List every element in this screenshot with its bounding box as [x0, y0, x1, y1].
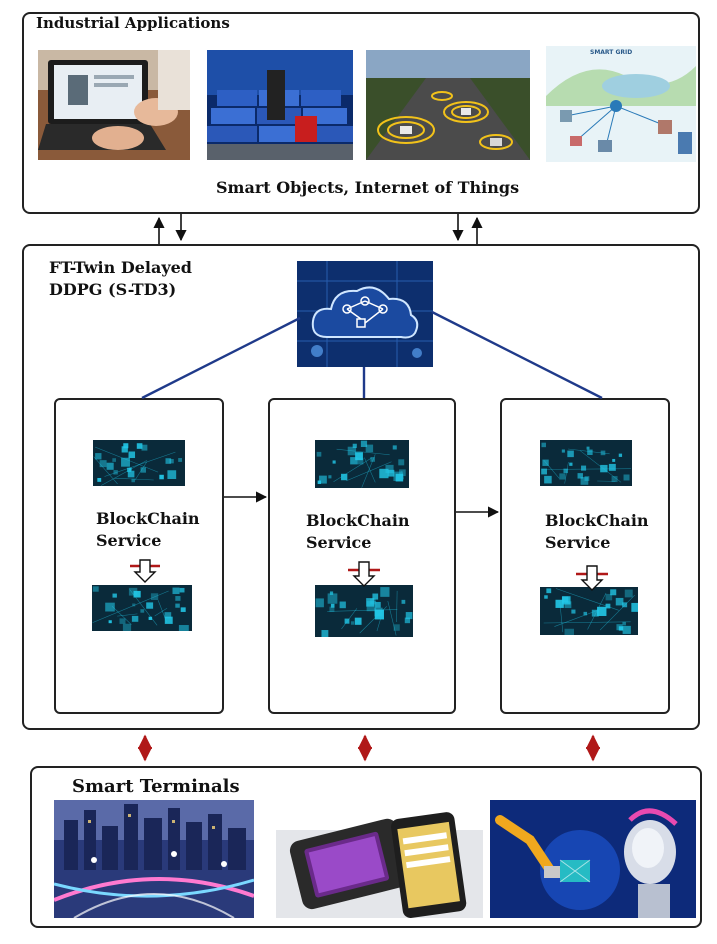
shipping-containers-image — [207, 50, 353, 160]
block-image-1-bottom — [92, 585, 192, 631]
block-image-3-top — [540, 440, 632, 486]
s-td3-title-line1: FT-Twin Delayed — [49, 258, 192, 277]
cloud-connectors — [141, 310, 603, 400]
block-image-2-top — [315, 440, 409, 488]
smart-terminals-title: Smart Terminals — [72, 776, 240, 797]
hollow-arrow-1 — [130, 559, 160, 583]
s-td3-title-line2: DDPG (S-TD3) — [49, 280, 177, 299]
cloud-network-image — [297, 261, 433, 367]
blockchain-service-box-2 — [268, 398, 456, 714]
smart-objects-iot-label: Smart Objects, Internet of Things — [216, 178, 520, 197]
smart-grid-label: SMART GRID — [590, 49, 633, 56]
middle-bottom-arrows — [137, 734, 601, 762]
laptop-image — [38, 50, 190, 160]
cloud-line-left — [141, 316, 301, 400]
block-image-1-top — [93, 440, 185, 486]
industrial-applications-title: Industrial Applications — [36, 14, 230, 32]
block-image-2-bottom — [315, 585, 413, 637]
smart-highway-image — [366, 50, 530, 160]
hollow-arrow-2 — [348, 561, 380, 587]
smart-grid-image: SMART GRID — [546, 46, 696, 162]
hollow-arrow-3 — [576, 565, 608, 591]
robot-arm-ai-image — [490, 800, 696, 918]
cloud-line-right — [431, 310, 603, 400]
smart-city-image — [54, 800, 254, 918]
pos-terminal-image — [276, 800, 483, 918]
top-middle-arrows — [153, 214, 483, 244]
hollow-down-arrows — [130, 559, 608, 591]
box-chain-arrows — [224, 491, 500, 518]
block-image-3-bottom — [540, 587, 638, 635]
